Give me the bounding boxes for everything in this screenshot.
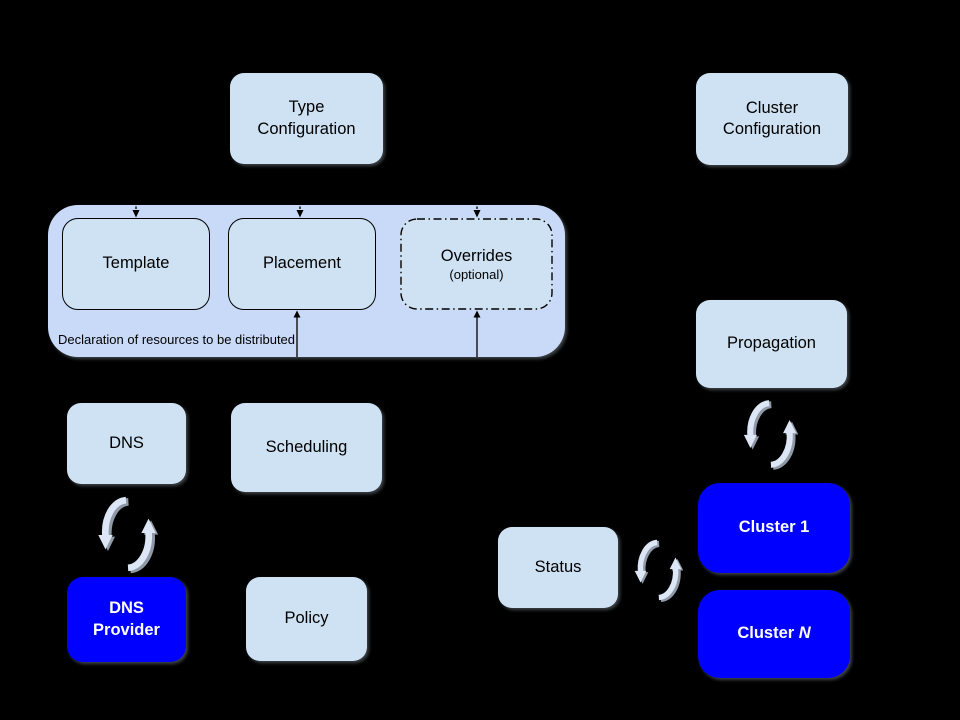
- overrides-sublabel: (optional): [449, 266, 504, 282]
- cluster-n-box: Cluster N: [698, 590, 850, 678]
- cluster-1-box: Cluster 1: [698, 483, 850, 573]
- sync-arrows-icon-dns: [98, 496, 158, 574]
- template-box: Template: [62, 218, 210, 310]
- dns-label: DNS: [109, 433, 144, 452]
- placement-label: Placement: [263, 254, 341, 273]
- sync-arrows-icon-propagation: [743, 400, 798, 470]
- cluster-configuration-box: Cluster Configuration: [696, 73, 848, 165]
- dns-box: DNS: [67, 403, 186, 484]
- cluster-n-italic-n: N: [798, 624, 811, 643]
- resource-declaration-caption: Declaration of resources to be distribut…: [58, 332, 296, 347]
- template-label: Template: [102, 254, 170, 273]
- dns-provider-box: DNS Provider: [67, 577, 186, 662]
- sync-arrows-icon-status: [634, 539, 683, 602]
- type-configuration-label: Type Configuration: [257, 98, 356, 138]
- dns-provider-label: DNS Provider: [93, 599, 160, 639]
- scheduling-box: Scheduling: [231, 403, 382, 492]
- type-configuration-box: Type Configuration: [230, 73, 383, 164]
- policy-label: Policy: [284, 609, 329, 628]
- scheduling-label: Scheduling: [265, 437, 348, 456]
- policy-box: Policy: [246, 577, 367, 661]
- status-box: Status: [498, 527, 618, 608]
- cluster-configuration-label: Cluster Configuration: [722, 98, 822, 138]
- cluster-n-label: Cluster N: [737, 623, 810, 644]
- overrides-label: Overrides: [440, 246, 513, 265]
- propagation-label: Propagation: [727, 334, 816, 353]
- propagation-box: Propagation: [696, 300, 847, 388]
- cluster-n-prefix: Cluster: [737, 624, 799, 643]
- overrides-box: Overrides (optional): [400, 218, 553, 310]
- placement-box: Placement: [228, 218, 376, 310]
- status-label: Status: [534, 557, 582, 576]
- cluster-1-label: Cluster 1: [738, 518, 810, 537]
